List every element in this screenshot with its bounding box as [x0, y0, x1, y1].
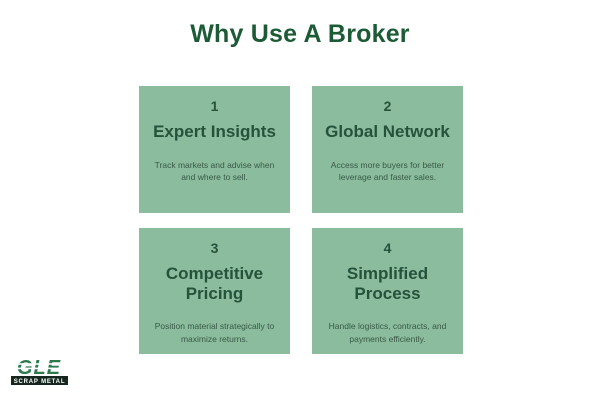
card-description: Position material strategically to maxim…: [154, 321, 275, 344]
card-heading: Expert Insights: [153, 122, 276, 142]
card-heading: Simplified Process: [346, 264, 429, 303]
card-heading: Competitive Pricing: [165, 264, 264, 303]
card-heading: Global Network: [325, 122, 450, 142]
card-number: 4: [383, 240, 392, 256]
card-number: 2: [383, 98, 392, 114]
card-description: Track markets and advise when and where …: [154, 159, 275, 183]
gle-logo-icon: GLE SCRAP METAL: [10, 357, 70, 385]
gle-scrap-metal-logo: GLE SCRAP METAL: [10, 357, 70, 389]
card-expert-insights: 1 Expert Insights Track markets and advi…: [139, 86, 290, 213]
cards-grid: 1 Expert Insights Track markets and advi…: [139, 86, 463, 354]
card-number: 3: [210, 240, 219, 256]
card-description: Handle logistics, contracts, and payment…: [328, 321, 447, 344]
card-number: 1: [210, 98, 219, 114]
card-global-network: 2 Global Network Access more buyers for …: [312, 86, 463, 213]
page-title: Why Use A Broker: [190, 20, 410, 48]
card-simplified-process: 4 Simplified Process Handle logistics, c…: [312, 228, 463, 354]
card-competitive-pricing: 3 Competitive Pricing Position material …: [139, 228, 290, 354]
logo-tagline-text: SCRAP METAL: [14, 379, 66, 385]
card-description: Access more buyers for better leverage a…: [330, 159, 445, 183]
